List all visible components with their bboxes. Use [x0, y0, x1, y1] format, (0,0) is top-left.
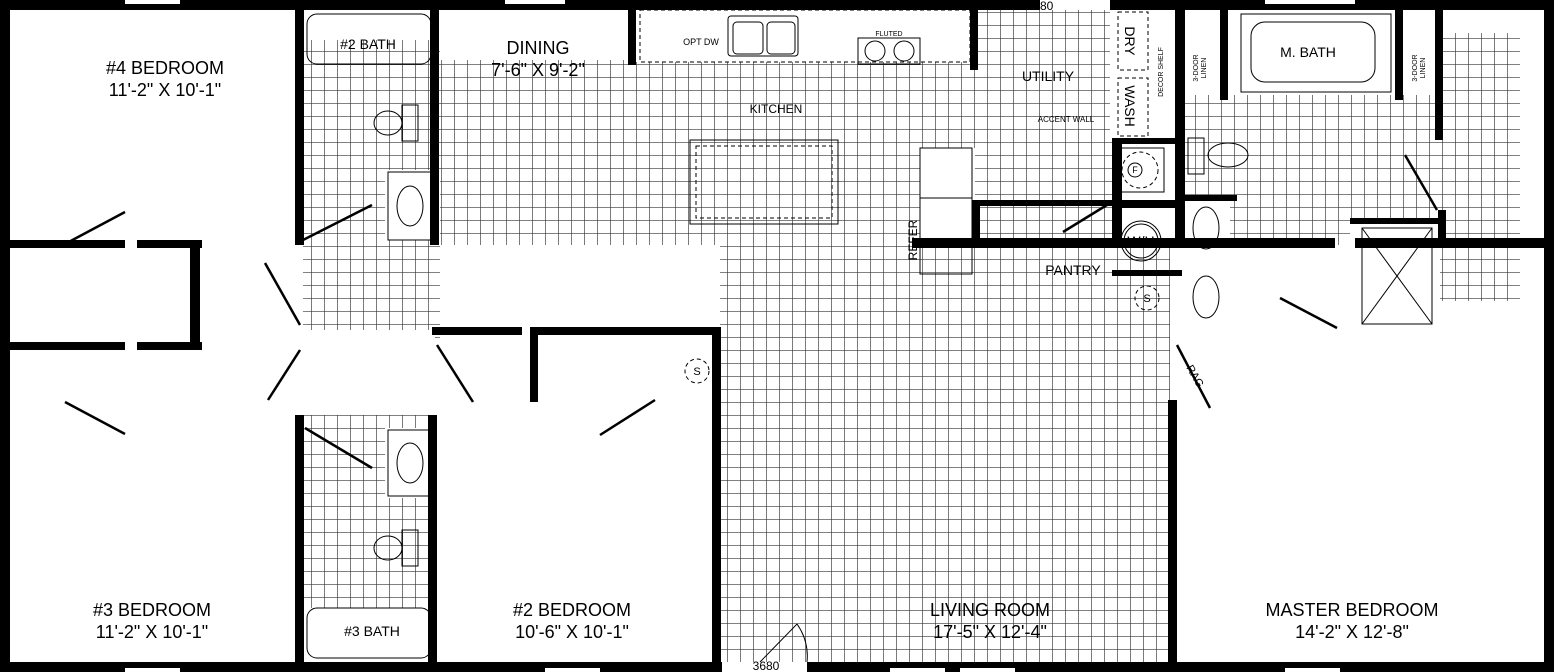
- refer-label: REFER: [906, 219, 920, 260]
- linen-left-line1: 3-DOOR: [1193, 54, 1200, 81]
- bedroom3-name: #3 BEDROOM: [93, 600, 211, 620]
- fixtures: [306, 9, 1433, 659]
- bathtub-2: [306, 13, 432, 65]
- utility-name: UTILITY: [1022, 68, 1075, 84]
- wash-label: WASH: [1122, 85, 1138, 126]
- room-labels: #4 BEDROOM 11'-2" X 10'-1" #2 BATH DININ…: [93, 36, 1439, 642]
- dining-name: DINING: [507, 38, 570, 58]
- master-sink-2: [1192, 275, 1220, 319]
- bedroom2-name: #2 BEDROOM: [513, 600, 631, 620]
- linen-right-line2: LINEN: [1420, 58, 1427, 79]
- bath2-name: #2 BATH: [340, 36, 396, 52]
- doors: [64, 154, 1439, 663]
- master-shower: [1361, 227, 1433, 325]
- kitchen-sink: [727, 15, 799, 57]
- master-bedroom-size: 14'-2" X 12'-8": [1295, 622, 1409, 642]
- living-name: LIVING ROOM: [930, 600, 1050, 620]
- range: [857, 37, 921, 65]
- smoke-label-hall: S: [693, 366, 700, 378]
- bottom-door-dimension: 3680: [753, 659, 780, 672]
- decor-shelf-label: DECOR SHELF: [1158, 47, 1165, 97]
- top-door-dimension: 3680: [1027, 0, 1054, 13]
- pantry-name: PANTRY: [1045, 262, 1101, 278]
- bedroom2-size: 10'-6" X 10'-1": [515, 622, 629, 642]
- bedroom4-name: #4 BEDROOM: [106, 58, 224, 78]
- linen-right-line1: 3-DOOR: [1412, 54, 1419, 81]
- dining-size: 7'-6" X 9'-2": [491, 60, 585, 80]
- dry-label: DRY: [1122, 26, 1138, 56]
- linen-left-line2: LINEN: [1201, 58, 1208, 79]
- master-tub: [1240, 13, 1392, 93]
- furnace-label: F: [1132, 165, 1138, 175]
- water-heater-label: W/H: [1127, 233, 1154, 249]
- bedroom3-size: 11'-2" X 10'-1": [96, 622, 208, 642]
- accent-wall-label: ACCENT WALL: [1038, 115, 1095, 124]
- bedroom4-size: 11'-2" X 10'-1": [109, 80, 221, 100]
- kitchen-name: KITCHEN: [750, 102, 803, 116]
- bath3-name: #3 BATH: [344, 623, 400, 639]
- living-floor: [720, 245, 1170, 665]
- closet-floor: [1440, 33, 1520, 301]
- furnace: [1115, 147, 1165, 193]
- sink-bath2: [387, 171, 433, 241]
- living-size: 17'-5" X 12'-4": [933, 622, 1047, 642]
- kitchen-island: [689, 139, 839, 225]
- master-bedroom-name: MASTER BEDROOM: [1265, 600, 1438, 620]
- water-heater: [1120, 220, 1162, 262]
- opt-dw-label: OPT DW: [683, 37, 719, 47]
- master-bath-name: M. BATH: [1280, 44, 1336, 60]
- utility-floor: [975, 10, 1115, 245]
- smoke-label-utility: S: [1143, 293, 1150, 305]
- master-sink-1: [1192, 206, 1220, 250]
- sink-bath3: [387, 429, 433, 497]
- fluted-label: FLUTED: [875, 31, 902, 38]
- master-toilet-tank: [1187, 137, 1205, 175]
- bathtub-3: [306, 607, 432, 659]
- rag-label: RAG: [1183, 363, 1205, 390]
- non-tiled-areas: [303, 10, 1440, 663]
